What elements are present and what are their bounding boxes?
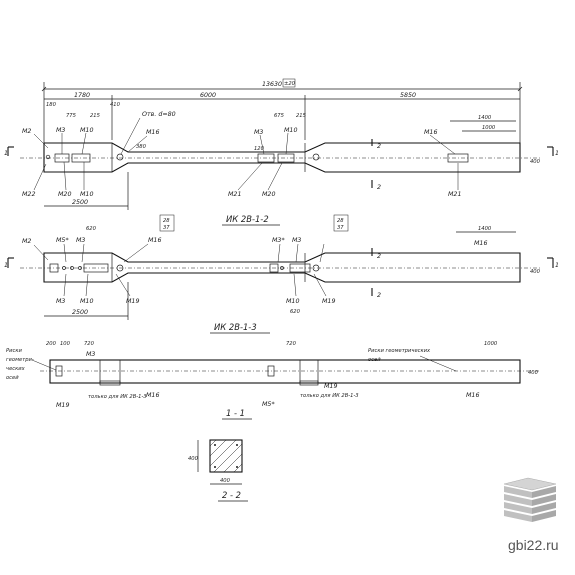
b1-m10-b: М10 — [284, 127, 297, 134]
beam-1-drawing: 1 1 2 2 — [4, 102, 559, 226]
side-view-title: 1 - 1 — [226, 408, 245, 418]
overall-dimension-label: 13630 — [262, 81, 282, 88]
b1-m21-b: М21 — [448, 191, 461, 198]
side-m3: М3 — [86, 351, 95, 358]
b2-m5: М5* — [56, 237, 69, 244]
b1-dim-2500: 2500 — [72, 199, 88, 206]
b2-tag-28-b: 28 — [337, 218, 344, 224]
side-m16: М16 — [146, 392, 159, 399]
section-mark-right-1: 1 — [555, 150, 559, 157]
b1-m3-b: М3 — [254, 129, 263, 136]
section-dim-height: 400 — [188, 456, 199, 462]
side-dim-720-a: 720 — [84, 341, 95, 347]
watermark-logo — [503, 477, 557, 522]
b1-dim-120: 120 — [254, 146, 265, 152]
b1-m16-a: М16 — [146, 129, 159, 136]
side-m16-b: М16 — [466, 392, 479, 399]
b1-dim-675: 675 — [274, 113, 285, 119]
side-dim-400: 400 — [528, 370, 539, 376]
beam-2-drawing: 1 1 2 2 М2 М5* М3 — [4, 214, 559, 334]
side-left-note-2: геометри- — [6, 357, 34, 363]
side-note-b: только для ИК 2В-1-3 — [300, 393, 359, 399]
side-right-note-1: Риски геометрических — [368, 348, 431, 354]
side-view-drawing: Риски геометри- ческих осей Риски геомет… — [6, 341, 540, 420]
section-2-2-drawing: 400 400 2 - 2 — [188, 439, 248, 502]
b2-dim-400: 400 — [530, 269, 541, 275]
b2-dim-620-a: 620 — [86, 226, 97, 232]
b1-m3-a: М3 — [56, 127, 65, 134]
b1-dim-215: 215 — [90, 113, 101, 119]
b2-m10-c: М10 — [286, 298, 299, 305]
b1-dim-400: 400 — [530, 159, 541, 165]
section2-mark-b2-top: 2 — [377, 253, 381, 260]
b2-m16-b: М16 — [474, 240, 487, 247]
b2-tag-28-a: 28 — [163, 218, 170, 224]
b1-m2: М2 — [22, 128, 31, 135]
section-2-2-title: 2 - 2 — [222, 490, 241, 500]
b1-hole: Отв. d=80 — [142, 111, 176, 118]
side-dim-1000: 1000 — [484, 341, 498, 347]
side-m5: М5* — [262, 401, 275, 408]
b1-m20-a: М20 — [58, 191, 71, 198]
b1-m10-c: М10 — [80, 191, 93, 198]
watermark-text: gbi22.ru — [508, 537, 559, 553]
b1-m22: М22 — [22, 191, 35, 198]
b2-m3-d: М3 — [56, 298, 65, 305]
b2-dim-1400: 1400 — [478, 226, 492, 232]
b2-m16-a: М16 — [148, 237, 161, 244]
overall-dimension-tag: ±20 — [284, 81, 296, 87]
b1-dim-775: 775 — [66, 113, 77, 119]
side-note-a: только для ИК 2В-1-3 — [88, 394, 147, 400]
b2-m3-c: М3 — [292, 237, 301, 244]
b1-dim-380: 380 — [136, 144, 147, 150]
b1-dim-215b: 215 — [296, 113, 307, 119]
b1-m16-b: М16 — [424, 129, 437, 136]
b2-tag-37-a: 37 — [163, 225, 170, 231]
b1-dim-180: 180 — [46, 102, 57, 108]
b2-m3-b: М3* — [272, 237, 285, 244]
dim-5850: 5850 — [400, 92, 416, 99]
side-m19: М19 — [56, 402, 69, 409]
overall-dimension-group: 13630 ±20 1780 6000 5850 — [41, 78, 523, 150]
section-dim-width: 400 — [220, 478, 231, 484]
side-dim-100: 100 — [60, 341, 71, 347]
dim-1780: 1780 — [74, 92, 90, 99]
b2-m19-a: М19 — [126, 298, 139, 305]
side-left-note-1: Риски — [6, 348, 22, 354]
dim-6000: 6000 — [200, 92, 216, 99]
section2-mark-b1-bot: 2 — [377, 184, 381, 191]
b1-m21-a: М21 — [228, 191, 241, 198]
beam-1-title: ИК 2В-1-2 — [226, 214, 269, 224]
b2-dim-2500: 2500 — [72, 309, 88, 316]
side-left-note-3: ческих — [6, 366, 26, 372]
section2-mark-b2-bot: 2 — [377, 292, 381, 299]
b2-dim-620-b: 620 — [290, 309, 301, 315]
side-m19-b: М19 — [324, 383, 337, 390]
b2-m10-a: М10 — [80, 298, 93, 305]
side-left-note-4: осей — [6, 375, 19, 381]
side-right-note-2: осей — [368, 357, 381, 363]
b2-m2: М2 — [22, 238, 31, 245]
side-dim-200: 200 — [46, 341, 57, 347]
section2-mark-b1-top: 2 — [377, 143, 381, 150]
b2-m19-b: М19 — [322, 298, 335, 305]
section-mark-left-2: 1 — [4, 262, 8, 269]
b1-m10-a: М10 — [80, 127, 93, 134]
section-mark-left-1: 1 — [4, 150, 8, 157]
side-dim-720-b: 720 — [286, 341, 297, 347]
section-mark-right-2: 1 — [555, 262, 559, 269]
beam-2-title: ИК 2В-1-3 — [214, 322, 257, 332]
b1-dim-1400: 1400 — [478, 115, 492, 121]
b1-m20-b: М20 — [262, 191, 275, 198]
b1-dim-410: 410 — [110, 102, 121, 108]
b2-tag-37-b: 37 — [337, 225, 344, 231]
b2-m3-a: М3 — [76, 237, 85, 244]
b1-dim-1000: 1000 — [482, 125, 496, 131]
